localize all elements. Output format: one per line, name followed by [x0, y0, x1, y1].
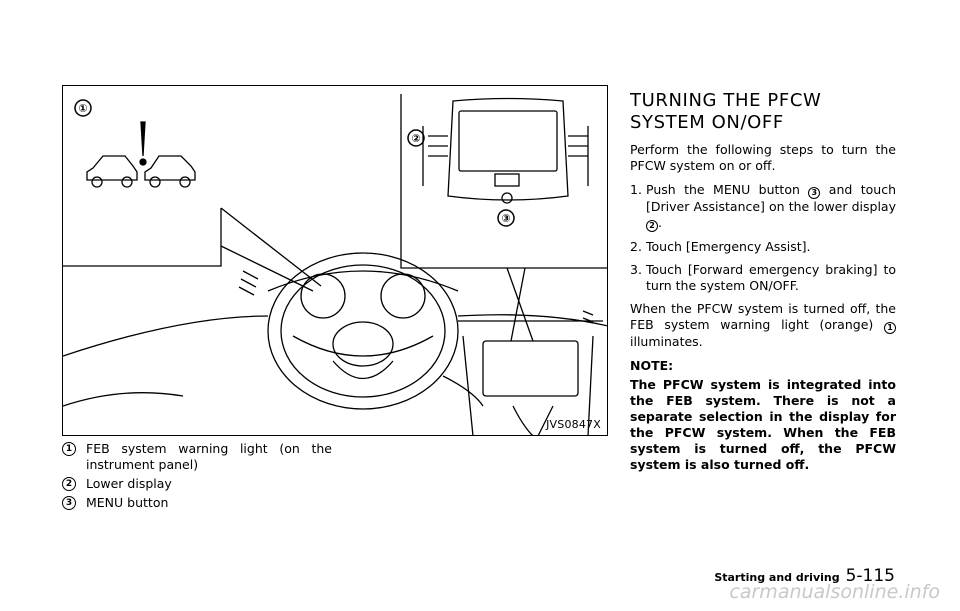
inline-marker: 3	[808, 187, 821, 199]
step-text: Touch [Forward emergency braking] to tur…	[646, 262, 896, 293]
callout-3-label: ③	[501, 212, 510, 225]
callout-1-label: ①	[78, 102, 87, 115]
lower-display-unit	[422, 97, 589, 204]
inset-warning-frame	[63, 208, 222, 267]
footer-section: Starting and driving	[714, 571, 840, 584]
section-heading: TURNING THE PFCW SYSTEM ON/OFF	[630, 90, 822, 133]
intro-paragraph: Perform the following steps to turn the …	[630, 142, 896, 173]
feb-warning-icon	[86, 121, 196, 188]
inset-display-frame	[400, 94, 607, 269]
figure-captions: 1 FEB system warning light (on the instr…	[62, 441, 332, 514]
center-console	[442, 320, 603, 435]
note-title: NOTE:	[630, 358, 674, 373]
status-paragraph: When the PFCW system is turned off, the …	[630, 301, 896, 349]
watermark: carmanualsonline.info	[729, 581, 940, 603]
caption-item: 3 MENU button	[62, 495, 332, 511]
caption-marker: 3	[62, 496, 76, 510]
step-item: 2. Touch [Emergency Assist].	[630, 239, 896, 255]
illustration-figure: ① ② ③ JVS0847X	[62, 85, 608, 436]
inline-marker: 2	[646, 220, 658, 232]
step-number: 1.	[630, 182, 642, 197]
step-number: 2.	[630, 239, 642, 254]
caption-item: 1 FEB system warning light (on the instr…	[62, 441, 332, 473]
step-item: 3. Touch [Forward emergency braking] to …	[630, 262, 896, 294]
figure-id: JVS0847X	[546, 418, 601, 431]
step-number: 3.	[630, 262, 642, 277]
section-column: TURNING THE PFCW SYSTEM ON/OFF Perform t…	[630, 90, 896, 473]
caption-marker: 2	[62, 477, 76, 491]
instrument-cluster	[267, 270, 459, 319]
caption-marker: 1	[62, 442, 76, 456]
caption-text: MENU button	[86, 495, 169, 510]
step-text: Push the MENU button 3 and touch [Driver…	[646, 182, 896, 232]
callout-2-label: ②	[411, 132, 420, 145]
page-number: 5-115	[845, 566, 895, 586]
caption-item: 2 Lower display	[62, 476, 332, 492]
dashboard-illustration: ① ② ③	[63, 94, 607, 435]
step-item: 1. Push the MENU button 3 and touch [Dri…	[630, 182, 896, 232]
steering-wheel	[267, 252, 459, 410]
step-text: Touch [Emergency Assist].	[646, 239, 811, 254]
page-footer: Starting and driving 5-115	[714, 566, 895, 586]
inline-marker: 1	[884, 322, 896, 334]
caption-text: FEB system warning light (on the instrum…	[86, 441, 332, 472]
caption-text: Lower display	[86, 476, 172, 491]
note-text: The PFCW system is integrated into the F…	[630, 377, 896, 472]
